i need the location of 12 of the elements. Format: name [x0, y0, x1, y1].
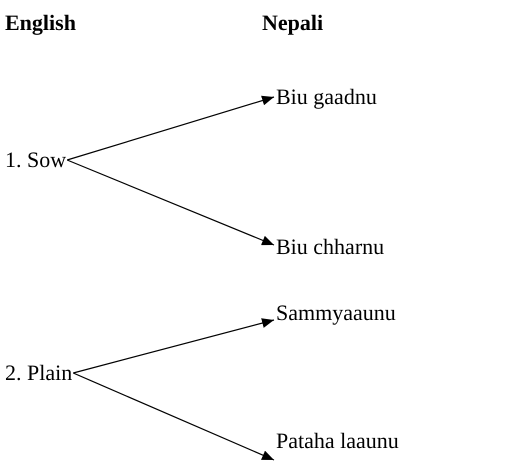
arrow	[73, 372, 274, 461]
word-label: 1. Sow	[5, 147, 66, 173]
word-label: 2. Plain	[5, 360, 72, 386]
column-heading: English	[5, 10, 76, 36]
word-label: Biu chharnu	[276, 234, 384, 260]
column-heading: Nepali	[262, 10, 324, 36]
word-label: Sammyaaunu	[276, 300, 396, 326]
arrow	[66, 96, 274, 161]
word-label: Biu gaadnu	[276, 84, 377, 110]
arrow	[66, 159, 274, 246]
word-label: Pataha laaunu	[276, 428, 399, 454]
arrow	[73, 318, 274, 374]
